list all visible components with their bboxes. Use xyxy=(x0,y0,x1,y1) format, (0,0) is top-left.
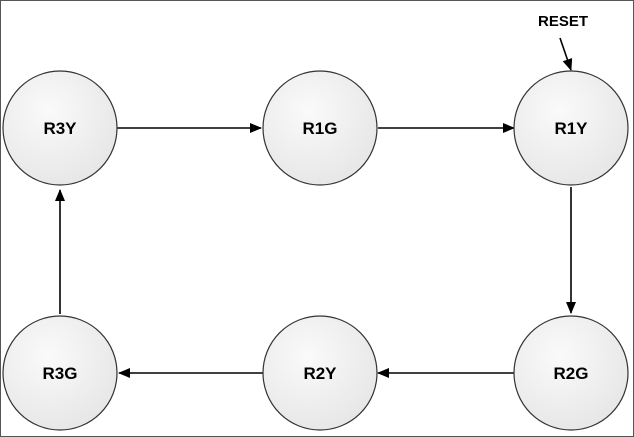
state-node-r1g: R1G xyxy=(262,70,378,186)
state-label-r1y: R1Y xyxy=(554,119,588,138)
state-node-r3y: R3Y xyxy=(2,70,118,186)
state-label-r1g: R1G xyxy=(303,119,338,138)
state-label-r3y: R3Y xyxy=(43,119,77,138)
state-node-r2g: R2G xyxy=(513,315,629,431)
state-label-r2g: R2G xyxy=(554,364,589,383)
state-node-r3g: R3G xyxy=(2,315,118,431)
state-node-r1y: R1Y xyxy=(513,70,629,186)
state-label-r2y: R2Y xyxy=(303,364,337,383)
reset-arrow xyxy=(559,37,573,71)
reset-label: RESET xyxy=(538,13,588,30)
state-label-r3g: R3G xyxy=(43,364,78,383)
state-node-r2y: R2Y xyxy=(262,315,378,431)
